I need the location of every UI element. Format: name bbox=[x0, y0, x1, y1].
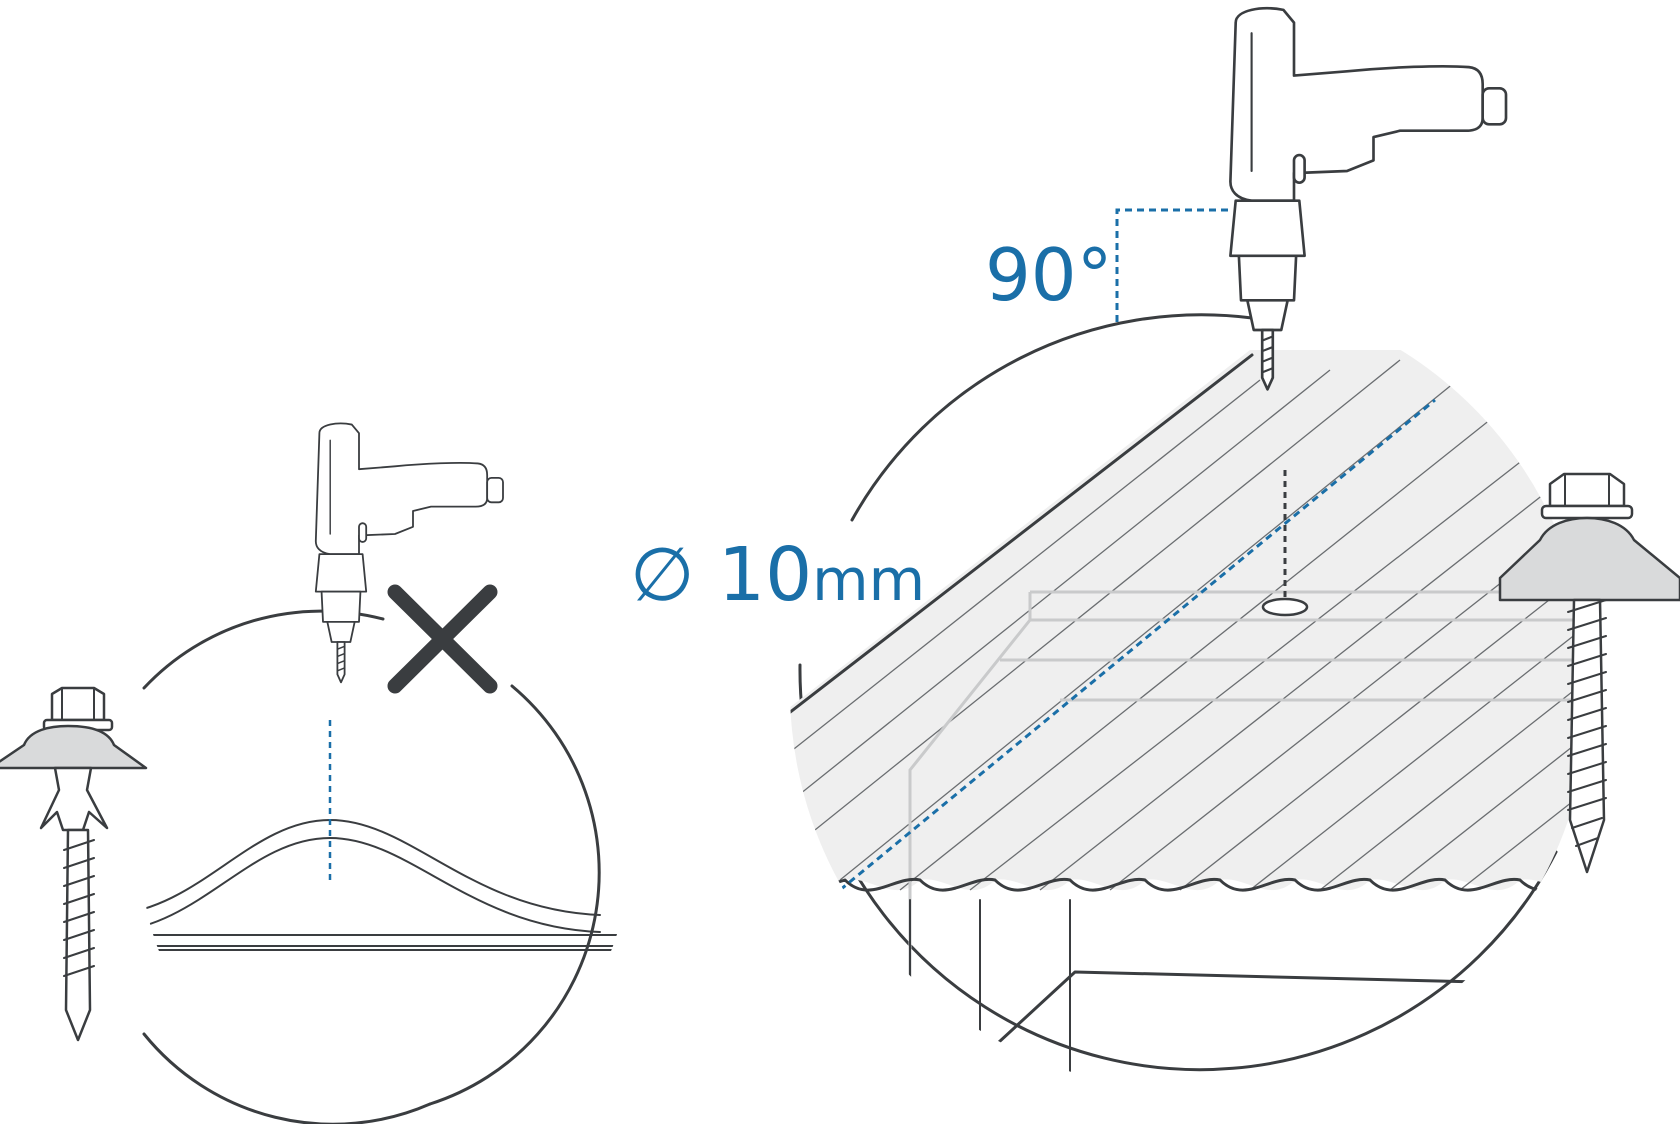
diameter-label: ∅ 10mm bbox=[630, 532, 925, 618]
roofing-screw-icon bbox=[1498, 472, 1680, 874]
wrong-method-detail bbox=[0, 422, 628, 1124]
pre-drilled-hole bbox=[1261, 597, 1309, 617]
sheet-hatching bbox=[790, 359, 1590, 891]
angle-label: 90° bbox=[985, 233, 1113, 317]
drill-icon bbox=[314, 422, 504, 684]
diameter-value: 10 bbox=[694, 532, 812, 618]
diameter-unit: mm bbox=[812, 546, 925, 614]
self-drilling-screw-icon bbox=[0, 686, 148, 1042]
corrugated-sheet-section bbox=[142, 720, 628, 951]
correct-method-detail: 90° ∅ 10mm bbox=[630, 6, 1680, 1090]
drill-icon bbox=[1229, 6, 1508, 391]
diameter-symbol: ∅ bbox=[630, 532, 694, 618]
right-angle-marker bbox=[1115, 208, 1230, 322]
cross-mark-icon bbox=[387, 584, 498, 694]
corrugated-roof-sheet bbox=[790, 350, 1590, 1090]
